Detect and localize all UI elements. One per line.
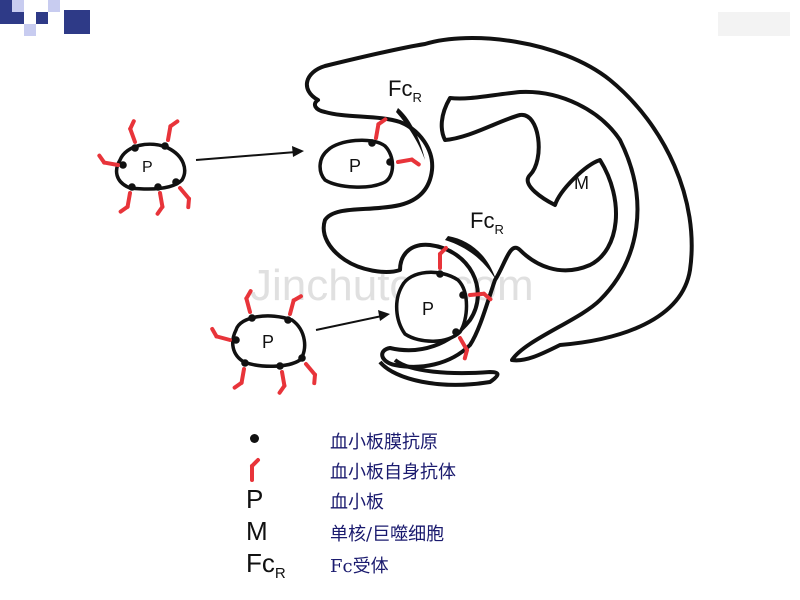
engulfed-platelet-2 bbox=[395, 270, 469, 343]
antibody bbox=[208, 327, 234, 342]
antigen-dot bbox=[172, 178, 180, 186]
legend-text-fc-receptor: Fc受体 bbox=[330, 556, 389, 577]
antibody-icon bbox=[240, 454, 300, 484]
arrow-2-head bbox=[378, 310, 390, 321]
antigen-dot bbox=[436, 270, 444, 278]
antigen-dot bbox=[452, 328, 460, 336]
antibody bbox=[274, 370, 288, 395]
engulfed-platelet-2-label: P bbox=[422, 299, 434, 319]
corner-decoration-right bbox=[718, 12, 790, 36]
antibody bbox=[374, 116, 388, 142]
antigen-dot bbox=[276, 362, 284, 370]
arrow-1-head bbox=[292, 146, 304, 157]
legend-row-antibody: 血小板自身抗体 bbox=[240, 454, 600, 484]
macrophage-lower-arm bbox=[378, 358, 500, 387]
free-platelet-1-label: P bbox=[142, 159, 153, 176]
fc-receptor-region-1 bbox=[396, 108, 425, 160]
antigen-dot-icon bbox=[240, 424, 300, 454]
macrophage-symbol: M bbox=[246, 516, 268, 546]
legend-row-fc-receptor: FcR Fc受体 bbox=[240, 548, 600, 582]
antigen-dot bbox=[386, 158, 394, 166]
antibody bbox=[118, 189, 132, 215]
corner-decoration bbox=[0, 0, 100, 50]
legend-text-antibody: 血小板自身抗体 bbox=[330, 462, 456, 483]
antigen-dot bbox=[284, 316, 292, 324]
macrophage-outline bbox=[305, 36, 694, 369]
legend-row-antigen: 血小板膜抗原 bbox=[240, 424, 600, 454]
legend-text-macrophage: 单核/巨噬细胞 bbox=[330, 524, 445, 545]
arrow-1 bbox=[195, 151, 297, 161]
antigen-dot bbox=[128, 183, 136, 191]
antibody bbox=[126, 119, 143, 144]
antigen-dot bbox=[248, 314, 256, 322]
legend-row-platelet: P 血小板 bbox=[240, 484, 600, 514]
antibody bbox=[166, 118, 180, 144]
antibody bbox=[299, 362, 321, 386]
legend-text-platelet: 血小板 bbox=[330, 492, 384, 513]
fc-receptor-label-2: FcR bbox=[470, 208, 504, 237]
fc-receptor-region-2 bbox=[445, 236, 496, 280]
engulfed-platelet-1 bbox=[318, 138, 395, 189]
antigen-dot bbox=[459, 291, 467, 299]
antibody bbox=[396, 156, 421, 170]
platelet-symbol: P bbox=[246, 484, 264, 514]
antigen-dot bbox=[368, 139, 376, 147]
antigen-dot bbox=[232, 336, 240, 344]
antigen-dot bbox=[161, 142, 169, 150]
antigen-dot bbox=[119, 161, 127, 169]
macrophage-label: M bbox=[574, 173, 589, 193]
antibody bbox=[152, 191, 166, 216]
arrow-2 bbox=[315, 315, 383, 331]
antigen-dot bbox=[241, 359, 249, 367]
engulfed-platelet-1-label: P bbox=[349, 156, 361, 176]
antigen-dot bbox=[131, 144, 139, 152]
legend-row-macrophage: M 单核/巨噬细胞 bbox=[240, 516, 600, 546]
free-platelet-1 bbox=[114, 142, 187, 191]
legend-text-antigen: 血小板膜抗原 bbox=[330, 432, 438, 453]
fc-receptor-label-1: FcR bbox=[388, 76, 422, 105]
antigen-dot bbox=[298, 354, 306, 362]
antibody bbox=[232, 365, 246, 391]
antigen-dot bbox=[154, 183, 162, 191]
free-platelet-2-label: P bbox=[262, 332, 274, 352]
antibody bbox=[96, 153, 122, 167]
fc-receptor-symbol: FcR bbox=[246, 548, 286, 582]
antibody bbox=[173, 186, 195, 210]
